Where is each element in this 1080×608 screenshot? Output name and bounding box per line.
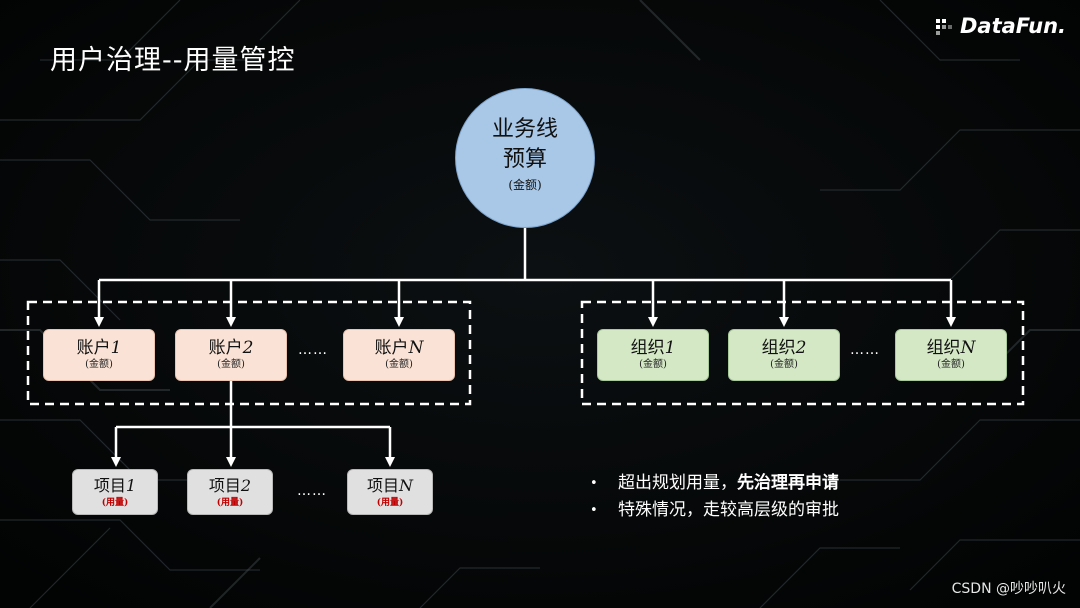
root-label-line2: 预算 [502, 147, 547, 172]
bullet-emphasis: 先治理再申请 [737, 473, 839, 493]
project-sublabel: (用量) [101, 498, 129, 508]
organization-label: 组织N [896, 338, 1006, 358]
policy-bullets: • 超出规划用量，先治理再申请 • 特殊情况，走较高层级的审批 [590, 470, 839, 524]
account-name: 账户 [208, 338, 243, 358]
bullet-marker: • [590, 503, 598, 518]
project-index: N [399, 476, 413, 495]
root-label-line1: 业务线 [491, 117, 558, 142]
account-name: 账户 [374, 338, 409, 358]
watermark: CSDN @吵吵叭火 [951, 581, 1066, 597]
business-line-budget-node: 业务线 预算 (金额) [455, 88, 595, 228]
datafun-logo-icon [935, 19, 952, 35]
project-sublabel: (用量) [376, 498, 404, 508]
project-label: 项目2 [188, 476, 272, 496]
account-label: 账户N [344, 338, 454, 358]
account-label: 账户2 [176, 338, 286, 358]
bullet-marker: • [590, 476, 598, 491]
organization-node-1: 组织1 (金额) [597, 329, 709, 381]
project-index: 2 [240, 476, 252, 495]
organization-name: 组织 [761, 338, 796, 358]
project-name: 项目 [366, 476, 399, 495]
organization-sublabel: (金额) [639, 359, 667, 370]
account-index: 1 [110, 338, 122, 358]
accounts-ellipsis: …… [298, 342, 328, 358]
organization-index: 1 [664, 338, 676, 358]
account-sublabel: (金额) [85, 359, 113, 370]
project-label: 项目1 [73, 476, 157, 496]
accounts-group-dashed-box [26, 300, 472, 406]
account-sublabel: (金额) [217, 359, 245, 370]
project-name: 项目 [208, 476, 241, 495]
account-sublabel: (金额) [385, 359, 413, 370]
bullet-text: 超出规划用量， [618, 473, 737, 493]
organization-sublabel: (金额) [770, 359, 798, 370]
project-label: 项目N [348, 476, 432, 496]
slide-title: 用户治理--用量管控 [50, 45, 296, 76]
organization-node-n: 组织N (金额) [895, 329, 1007, 381]
organization-index: N [960, 338, 976, 358]
project-name: 项目 [93, 476, 126, 495]
account-name: 账户 [76, 338, 111, 358]
organization-name: 组织 [926, 338, 961, 358]
datafun-logo: DataFun. [934, 14, 1066, 38]
account-label: 账户1 [44, 338, 154, 358]
account-node-1: 账户1 (金额) [43, 329, 155, 381]
project-index: 1 [125, 476, 137, 495]
organization-index: 2 [795, 338, 807, 358]
account-index: N [408, 338, 424, 358]
bullet-item-1: • 超出规划用量，先治理再申请 [590, 470, 839, 497]
organization-node-2: 组织2 (金额) [728, 329, 840, 381]
organizations-ellipsis: …… [850, 342, 880, 358]
organizations-group-dashed-box [580, 300, 1025, 406]
account-index: 2 [242, 338, 254, 358]
account-node-2: 账户2 (金额) [175, 329, 287, 381]
bullet-text: 特殊情况，走较高层级的审批 [618, 500, 839, 520]
project-sublabel: (用量) [216, 498, 244, 508]
project-node-1: 项目1 (用量) [72, 469, 158, 515]
bullet-item-2: • 特殊情况，走较高层级的审批 [590, 497, 839, 524]
organization-sublabel: (金额) [937, 359, 965, 370]
project-node-2: 项目2 (用量) [187, 469, 273, 515]
project-node-n: 项目N (用量) [347, 469, 433, 515]
account-node-n: 账户N (金额) [343, 329, 455, 381]
root-sublabel: (金额) [508, 178, 542, 192]
organization-name: 组织 [630, 338, 665, 358]
projects-ellipsis: …… [297, 483, 327, 499]
organization-label: 组织1 [598, 338, 708, 358]
logo-text: DataFun. [959, 14, 1066, 38]
organization-label: 组织2 [729, 338, 839, 358]
